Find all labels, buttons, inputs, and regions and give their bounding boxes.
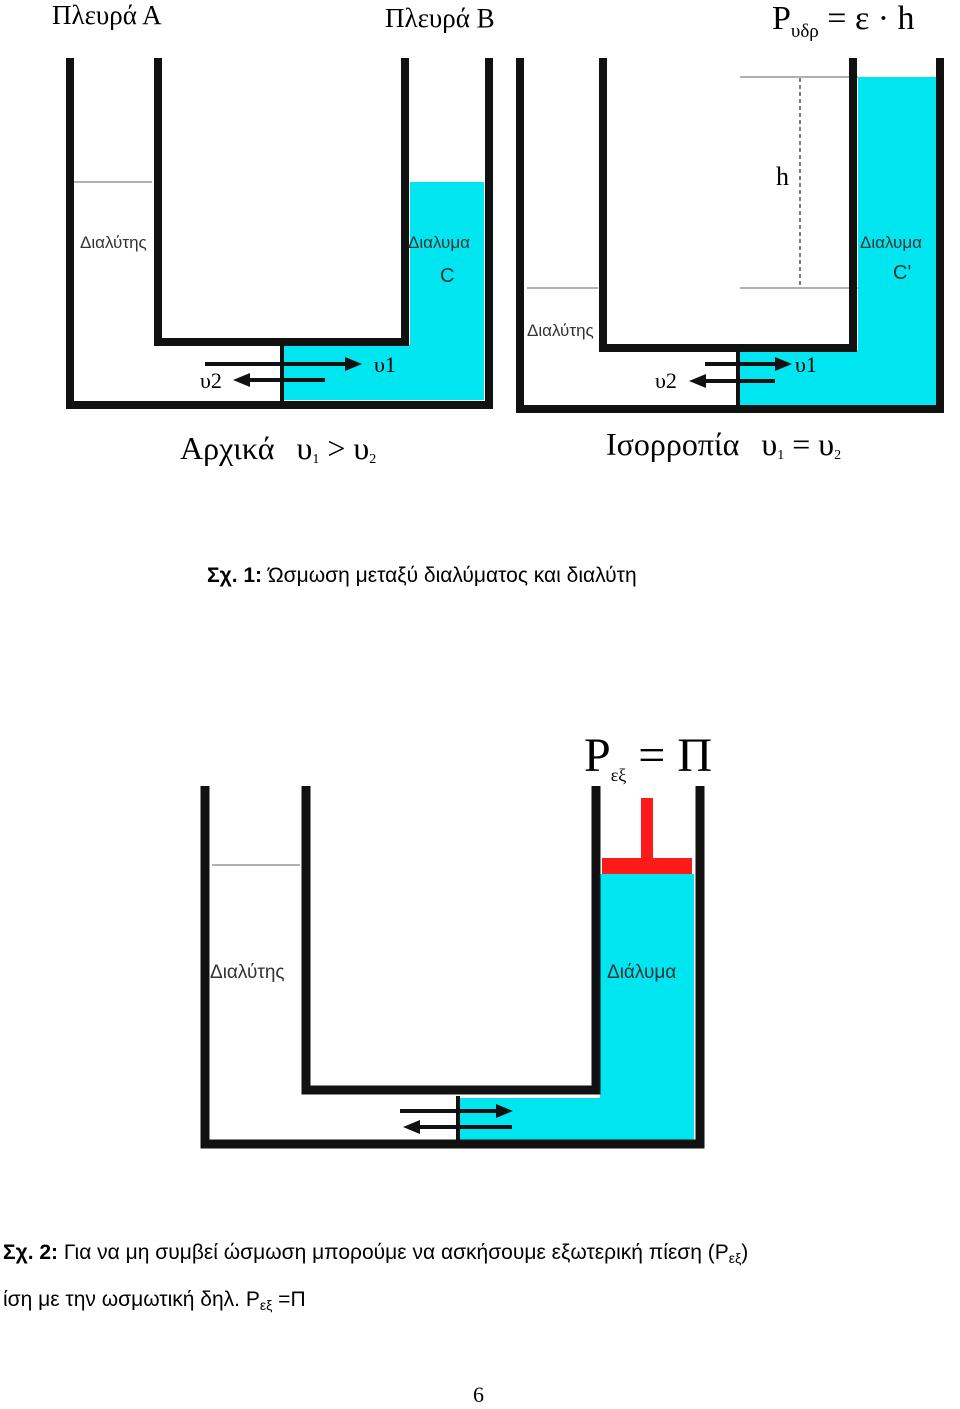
- left-solvent-label: Διαλύτης: [80, 233, 147, 252]
- page-number: 6: [473, 1382, 484, 1407]
- figure-2-caption-line1: Σχ. 2: Για να μη συμβεί ώσμωση μπορούμε …: [3, 1241, 749, 1266]
- height-label: h: [776, 162, 789, 191]
- right-v1-label: υ1: [795, 352, 817, 377]
- arrow-right-icon: [400, 1104, 513, 1118]
- side-b-label: Πλευρά Β: [385, 3, 495, 33]
- left-solution-label: Διαλυμα: [408, 233, 470, 252]
- hydrostatic-formula: Pυδρ = ε · h: [772, 0, 915, 42]
- right-concentration-label: C': [893, 262, 912, 284]
- arrow-left-icon: [689, 374, 775, 388]
- osmosis-figure-2: [200, 786, 705, 1149]
- left-concentration-label: C: [440, 265, 455, 287]
- left-v1-label: υ1: [374, 352, 396, 377]
- external-pressure-formula: Pεξ = Π: [584, 729, 713, 785]
- fig2-solvent-label: Διαλύτης: [210, 962, 285, 983]
- arrow-right-icon: [705, 357, 792, 371]
- right-u-tube: [516, 58, 944, 413]
- arrow-left-icon: [403, 1120, 512, 1134]
- right-solution-label: Διαλυμα: [860, 233, 922, 252]
- piston-u-tube: [200, 786, 705, 1149]
- fig2-solution-label: Διάλυμα: [607, 962, 677, 983]
- right-v2-label: υ2: [655, 368, 677, 393]
- piston: [602, 798, 692, 874]
- side-a-label: Πλευρά Α: [52, 0, 162, 30]
- arrow-right-icon: [205, 357, 362, 371]
- left-u-tube: [66, 58, 493, 409]
- left-v2-label: υ2: [200, 368, 222, 393]
- arrow-left-icon: [233, 373, 325, 387]
- figure-1-caption: Σχ. 1: Ώσμωση μεταξύ διαλύματος και διαλ…: [207, 564, 637, 587]
- osmosis-figure-1: [66, 58, 944, 413]
- equilibrium-state-label: Ισορροπία υ1 = υ2: [606, 426, 842, 463]
- right-solvent-label: Διαλύτης: [527, 321, 594, 340]
- figure-2-caption-line2: ίση με την ωσμωτική δηλ. Pεξ =Π: [3, 1288, 306, 1313]
- initial-state-label: Αρχικά υ1 > υ2: [180, 430, 377, 467]
